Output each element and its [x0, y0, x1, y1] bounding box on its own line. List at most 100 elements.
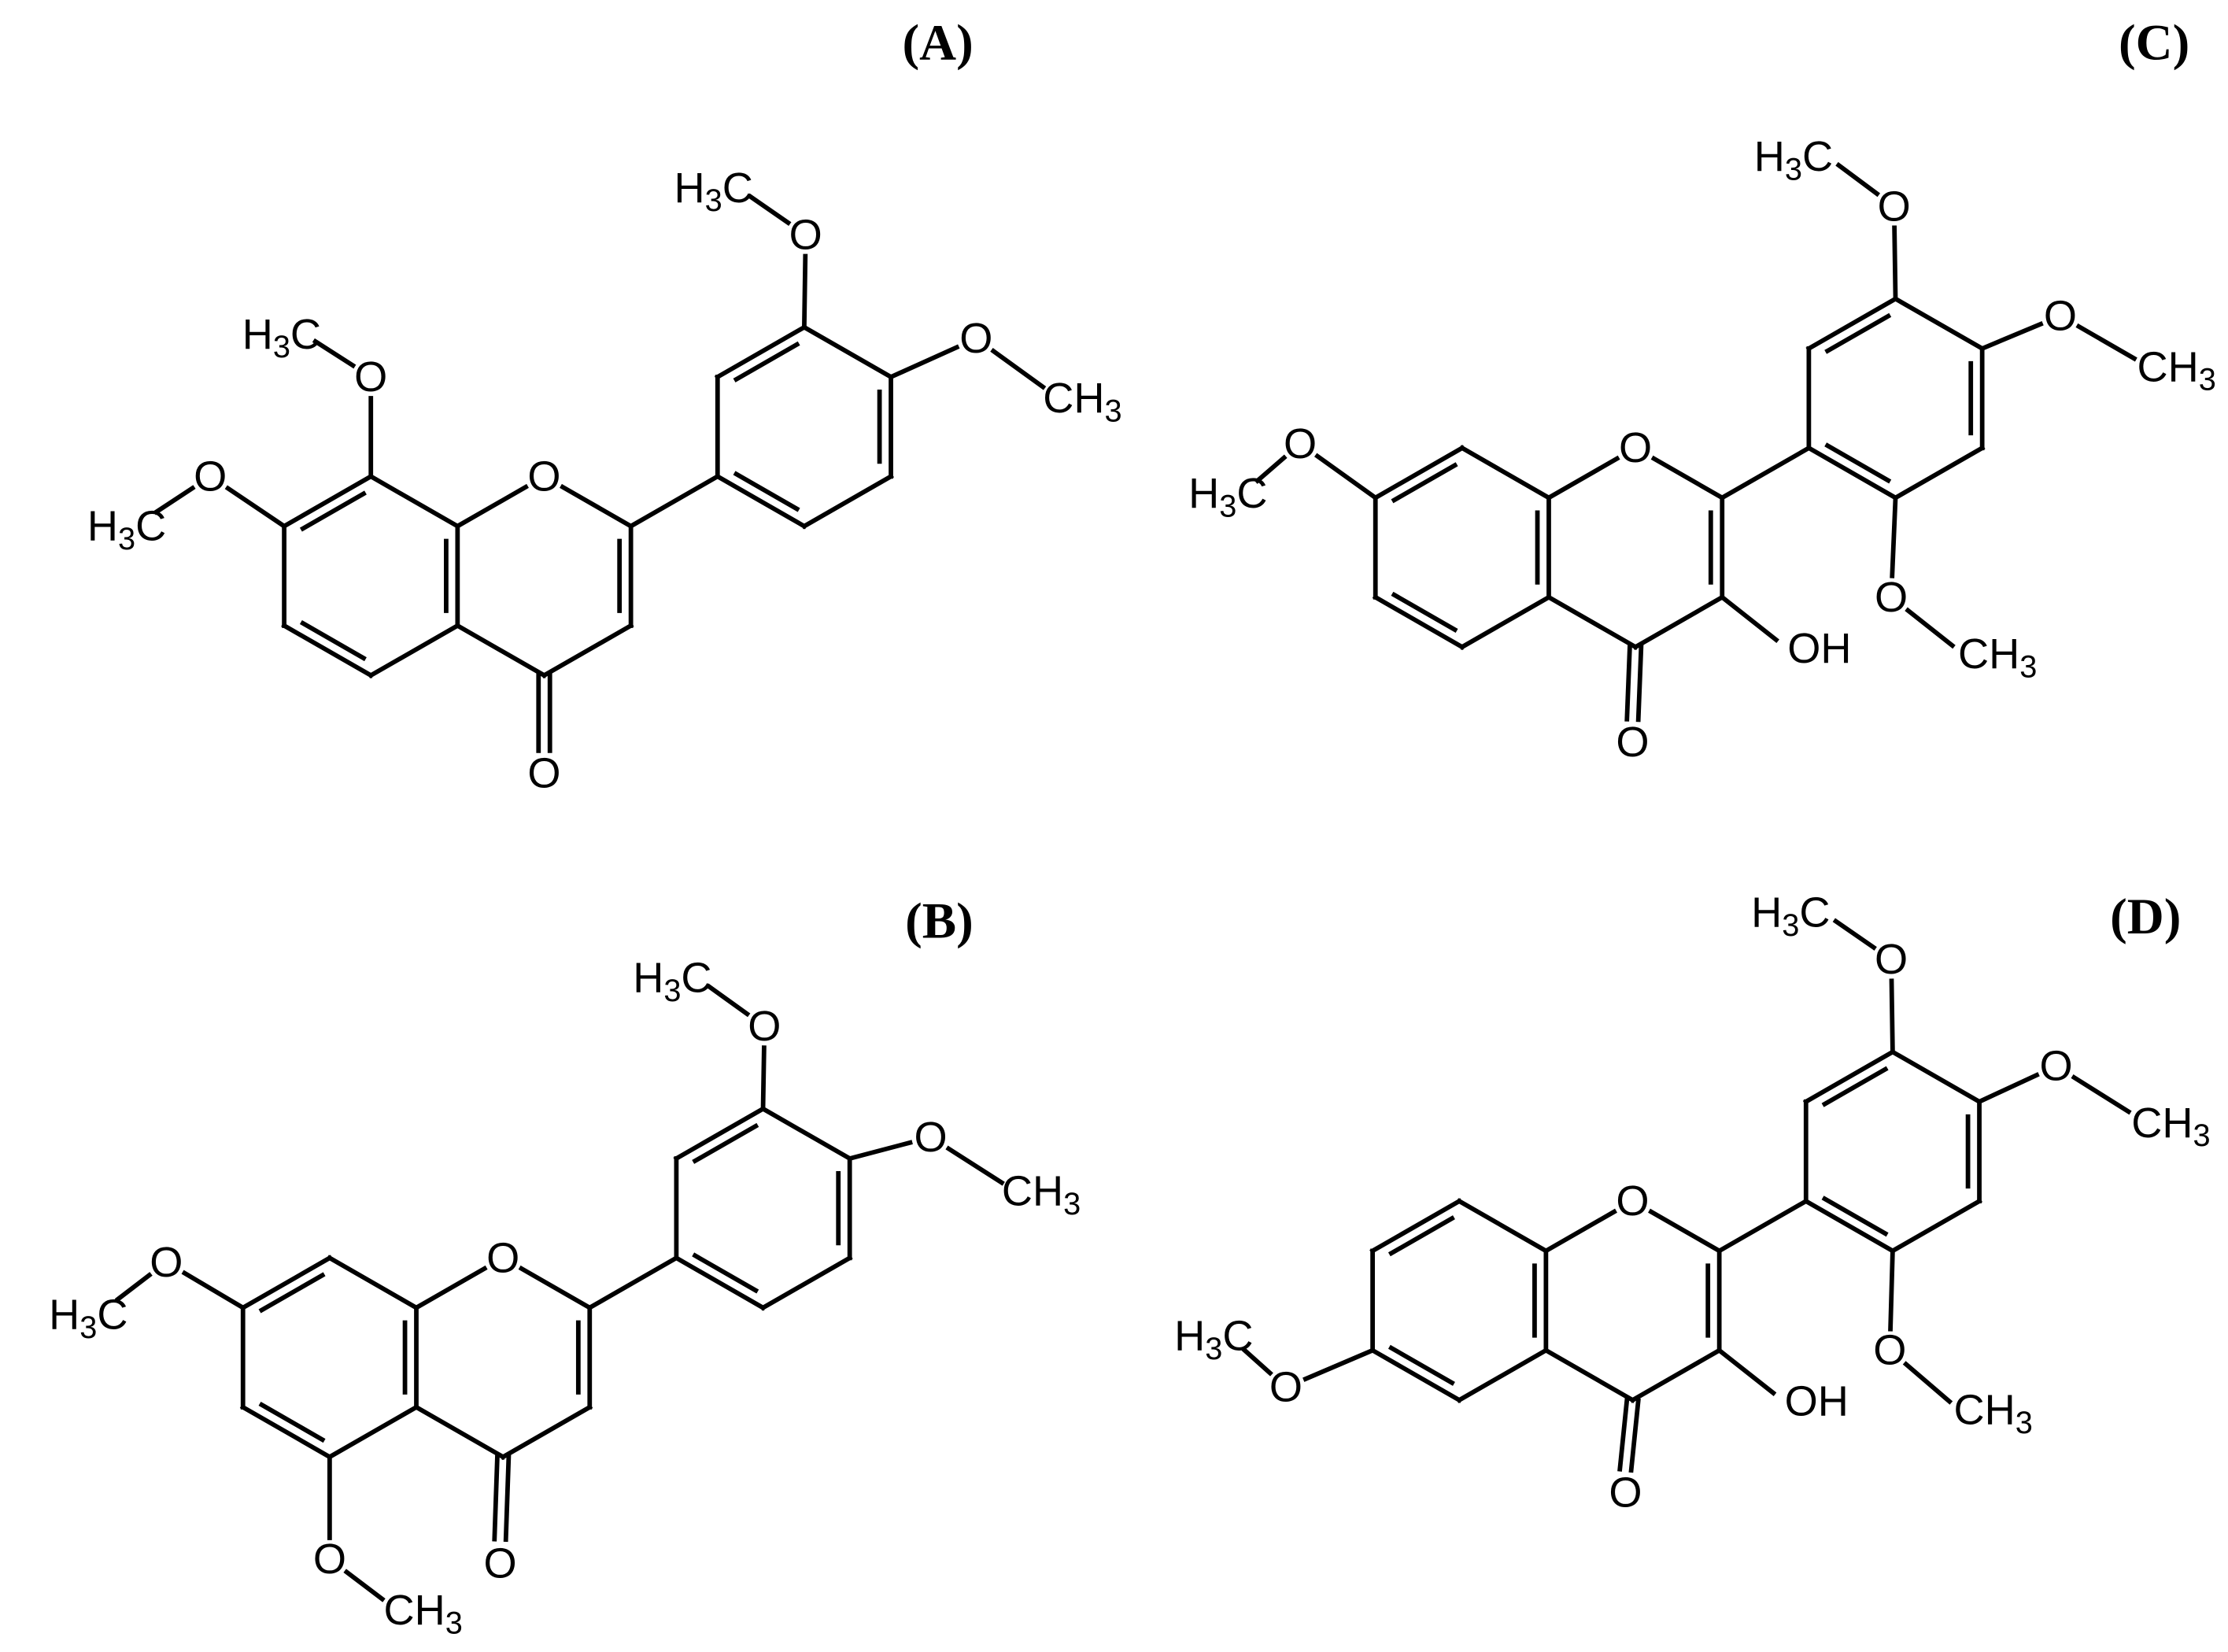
single-bond [800, 323, 894, 380]
single-bond [1902, 1361, 1953, 1405]
double-bond-outer [1802, 1198, 1896, 1255]
single-bond [153, 485, 196, 516]
atom-label-4prime-oxygen: O [959, 315, 992, 362]
molecule-c-bonds [1254, 161, 2137, 723]
single-bond [801, 253, 808, 330]
atom-label-6-oxygen: O [1269, 1364, 1302, 1411]
atom-label-3prime-methyl: H3C [674, 164, 753, 218]
double-bond-inner [692, 1252, 759, 1294]
single-bond [1889, 978, 1895, 1055]
atom-label-carbonyl-oxygen: O [483, 1540, 516, 1587]
single-bond [1892, 225, 1898, 301]
single-bond [343, 1569, 386, 1602]
single-bond [2071, 1074, 2132, 1115]
atom-label-carbonyl-oxygen: O [527, 750, 560, 797]
molecule-c: H3C O O O OH O H3C O CH3 O CH3 [1188, 133, 2216, 766]
atom-label-3prime-oxygen: O [789, 211, 822, 258]
single-bond [1629, 1347, 1723, 1403]
double-bond-outer [1369, 1198, 1463, 1255]
single-bond [1458, 593, 1552, 650]
double-bond-outer [1805, 295, 1899, 352]
double-bond-outer [281, 622, 375, 679]
double-bond-inner [1387, 1215, 1455, 1257]
atom-label-7-oxygen: O [1284, 420, 1317, 468]
single-bond [1889, 1198, 1982, 1255]
atom-label-6-methyl: H3C [1174, 1313, 1253, 1366]
single-bond [326, 1255, 419, 1311]
double-bond-outer [1372, 593, 1465, 650]
atom-label-5-oxygen: O [313, 1536, 346, 1583]
single-bond [990, 348, 1047, 390]
single-bond [368, 622, 461, 679]
double-bond-outer [1802, 1048, 1896, 1105]
single-bond [114, 1272, 153, 1303]
single-bond [1892, 295, 1986, 352]
single-bond [518, 1265, 593, 1311]
single-bond [705, 983, 751, 1018]
single-bond [747, 193, 792, 227]
double-bond-inner [1821, 1196, 1889, 1237]
double-bond-outer [714, 473, 807, 530]
atom-label-7-methyl: H3C [87, 503, 166, 556]
single-bond [800, 473, 894, 530]
molecule-a-bonds [153, 193, 1047, 753]
single-bond [1716, 1198, 1809, 1255]
double-bond-inner [299, 490, 367, 532]
molecule-d-bonds [1241, 918, 2132, 1473]
carbonyl-bond [1628, 1398, 1641, 1473]
atom-label-hydroxyl: OH [1785, 1378, 1849, 1425]
double-bond-outer [281, 473, 375, 530]
molecule-d: H3C O O O OH O H3C O CH3 O CH3 [1174, 889, 2210, 1517]
single-bond [1456, 1198, 1550, 1255]
double-bond-inner [733, 471, 800, 512]
single-bond [413, 1265, 488, 1311]
panel-label-c: (C) [2119, 15, 2189, 72]
single-bond [1650, 455, 1726, 501]
panel-label-b: (B) [905, 893, 974, 949]
single-bond [1890, 495, 1898, 578]
atom-label-hydroxyl: OH [1787, 625, 1851, 672]
double-bond-inner [1824, 312, 1892, 354]
atom-label-7-methyl: H3C [49, 1292, 127, 1345]
double-bond-inner [258, 1401, 326, 1443]
double-bond-outer [239, 1403, 333, 1461]
atom-label-4prime-oxygen: O [914, 1114, 948, 1161]
double-bond-inner [1824, 442, 1892, 484]
single-bond [1719, 593, 1779, 644]
molecule-b: H3C O O CH3 O O H3C O CH3 O [49, 955, 1081, 1641]
single-bond [1314, 453, 1379, 501]
atom-label-ring-oxygen: O [486, 1234, 519, 1281]
atom-label-3prime-oxygen: O [748, 1003, 781, 1050]
single-bond [945, 1145, 1005, 1186]
single-bond [1889, 1048, 1982, 1105]
atom-label-4prime-methyl: CH3 [1002, 1168, 1081, 1221]
atom-label-2prime-oxygen: O [1873, 1327, 1906, 1374]
double-bond-inner [1821, 1066, 1889, 1107]
atom-label-4prime-oxygen: O [2044, 292, 2077, 339]
double-bond-outer [239, 1255, 333, 1311]
single-bond [1632, 593, 1726, 650]
single-bond [413, 1403, 507, 1461]
double-bond-inner [733, 341, 800, 383]
atom-label-5prime-methyl: H3C [1754, 133, 1833, 187]
double-bond-outer [1805, 445, 1899, 501]
single-bond [1892, 445, 1986, 501]
atom-label-7-oxygen: O [150, 1239, 183, 1286]
double-bond-outer [1369, 1347, 1463, 1403]
double-bond-inner [1391, 462, 1458, 504]
single-bond [1716, 1347, 1777, 1396]
carbonyl-bond [1617, 1397, 1630, 1472]
single-bond [1458, 445, 1552, 501]
single-bond [1888, 1248, 1895, 1332]
carbonyl-bond [1624, 644, 1632, 722]
atom-label-2prime-oxygen: O [1875, 574, 1908, 621]
single-bond [1543, 1208, 1617, 1255]
carbonyl-bond [1635, 645, 1644, 723]
single-bond [181, 1269, 246, 1311]
atom-label-5prime-oxygen: O [1875, 936, 1908, 983]
atom-label-2prime-methyl: CH3 [1954, 1387, 2033, 1440]
atom-label-ring-oxygen: O [1619, 424, 1652, 471]
single-bond [759, 1105, 853, 1162]
atom-label-8-methyl: H3C [242, 311, 321, 364]
single-bond [1905, 607, 1956, 649]
